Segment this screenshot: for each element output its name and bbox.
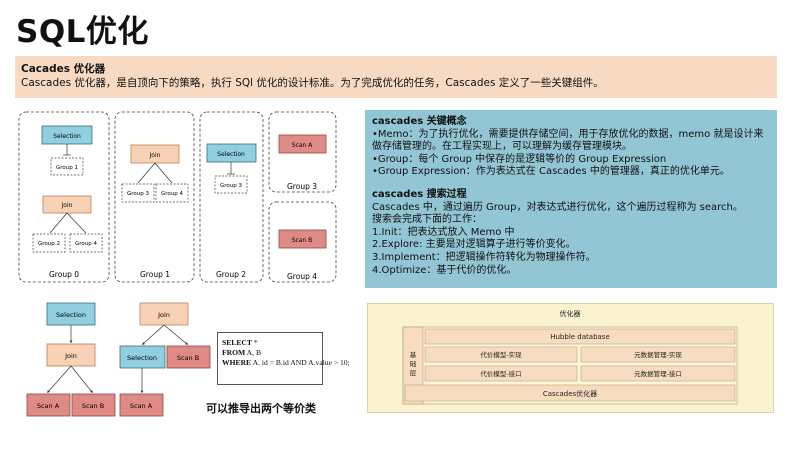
p1-scan-b-label: Scan B [82,402,104,410]
intro-heading: Cacades 优化器 [21,63,106,75]
g2-group3-ref [214,175,248,194]
arch-top-bar-label: Hubble database [550,333,610,341]
search-line-work: 搜索会完成下面的工作： [372,214,482,226]
p2-join-label: Join [157,311,170,319]
g0-group2-ref [32,233,66,253]
concept-group: •Group：每个 Group 中保存的是逻辑等价的 Group Express… [372,153,667,165]
p2-scan-a-label: Scan A [130,402,153,410]
arch-bottom-bar [404,384,736,402]
sql-where-kw: WHERE [222,358,252,367]
g2-selection-node [206,143,257,163]
equivalence-note: 可以推导出两个等价类 [206,402,316,415]
g3-scan-a-node [278,134,327,154]
search-step-optimize: 4.Optimize：基于代价的优化。 [372,264,517,276]
arch-row2-right-label: 元数据管理-接口 [634,369,682,378]
arch-side-label-2: 础 [410,359,417,368]
concepts-title: cascades 关键概念 [372,116,467,127]
g3-scan-a-label: Scan A [292,142,313,149]
arch-row1-right-label: 元数据管理-实现 [634,350,682,359]
group0-container [18,111,110,283]
p1-join-label: Join [64,352,77,360]
search-step-implement: 3.Implement：把逻辑操作符转化为物理操作符。 [372,251,596,263]
group4-container [268,201,337,283]
g0-group2-label: Group 2 [38,241,60,247]
g1-group3-ref [121,183,155,203]
p2-selection-label: Selection [127,354,157,362]
search-step-init: 1.Init：把表达式放入 Memo 中 [372,226,515,238]
arch-row1-left [424,346,578,363]
optimizer-architecture: 优化器 基 础 层 Hubble database 代价模型-实现 元数据管理-… [367,303,774,413]
arch-row1-right [580,346,736,363]
sql-select-rest: * [251,338,258,347]
g1-group4-ref [155,183,189,203]
arch-row2-left [424,365,578,382]
sql-select-kw: SELECT [222,338,252,347]
p2-selection-node [119,345,166,369]
g2-group3-label: Group 3 [220,183,242,189]
concept-group-expression: •Group Expression：作为表达式在 Cascades 中的管理器，… [372,166,730,178]
p1-scan-b-node [71,393,116,417]
g4-scan-b-node [278,229,327,249]
group3-label: Group 3 [287,182,317,191]
g0-group4-ref [69,233,103,253]
group0-label: Group 0 [49,270,79,279]
group4-label: Group 4 [287,272,317,281]
g0-group4-label: Group 4 [75,241,97,247]
arch-side-label-1: 基 [410,350,417,359]
sql-query-box: SELECT * FROM A, B WHERE A. id = B.id AN… [217,332,350,385]
page-title: SQL优化 [16,14,149,50]
group1-label: Group 1 [140,270,170,279]
group2-container [199,111,264,283]
search-line-intro: Cascades 中，通过遍历 Group，对表达式进行优化，这个遍历过程称为 … [372,201,743,213]
g1-join-label: Join [149,152,161,159]
g0-group1-label: Group 1 [56,165,78,171]
g4-scan-b-label: Scan B [292,237,313,244]
g0-group1-ref [50,157,84,176]
g2-selection-label: Selection [217,151,245,158]
architecture-diagram: 优化器 基 础 层 Hubble database 代价模型-实现 元数据管理-… [402,309,738,405]
intro-text: Cascades 优化器，是自顶向下的策略，执行 SQl 优化的设计标准。为了完… [21,77,604,89]
arch-bottom-bar-label: Cascades优化器 [543,389,597,398]
p1-selection-label: Selection [56,311,86,319]
group2-label: Group 2 [216,270,246,279]
g1-group3-label: Group 3 [127,191,149,197]
concepts-box: cascades 关键概念 •Memo：为了执行优化，需要提供存储空间，用于存放… [365,110,777,288]
arch-top-bar [424,328,736,345]
arch-row1-left-label: 代价模型-实现 [480,350,522,359]
p2-scan-a-node [119,393,164,417]
g1-group4-label: Group 4 [161,191,183,197]
group1-container [114,111,195,283]
concept-memo: •Memo：为了执行优化，需要提供存储空间，用于存放优化的数据，memo 就是设… [372,128,764,153]
p1-scan-a-label: Scan A [37,402,60,410]
p2-scan-b-node [166,345,211,369]
p2-scan-b-label: Scan B [177,354,199,362]
arch-title: 优化器 [560,309,581,318]
sql-from-kw: FROM [222,348,246,357]
intro-box: Cacades 优化器 Cascades 优化器，是自顶向下的策略，执行 SQl… [15,56,777,98]
arch-side-label-3: 层 [410,369,417,377]
arch-row2-right [580,365,736,382]
sql-where-rest: A. id = B.id AND A.value > 10; [251,358,350,367]
g0-selection-label: Selection [53,133,81,140]
group3-container [268,111,337,193]
g0-join-label: Join [61,202,73,209]
arch-row2-left-label: 代价模型-接口 [480,369,521,378]
search-step-explore: 2.Explore: 主要是对逻辑算子进行等价变化。 [372,239,576,251]
sql-from-rest: A, B [245,348,262,357]
p1-scan-a-node [26,393,71,417]
search-title: cascades 搜索过程 [372,188,467,200]
